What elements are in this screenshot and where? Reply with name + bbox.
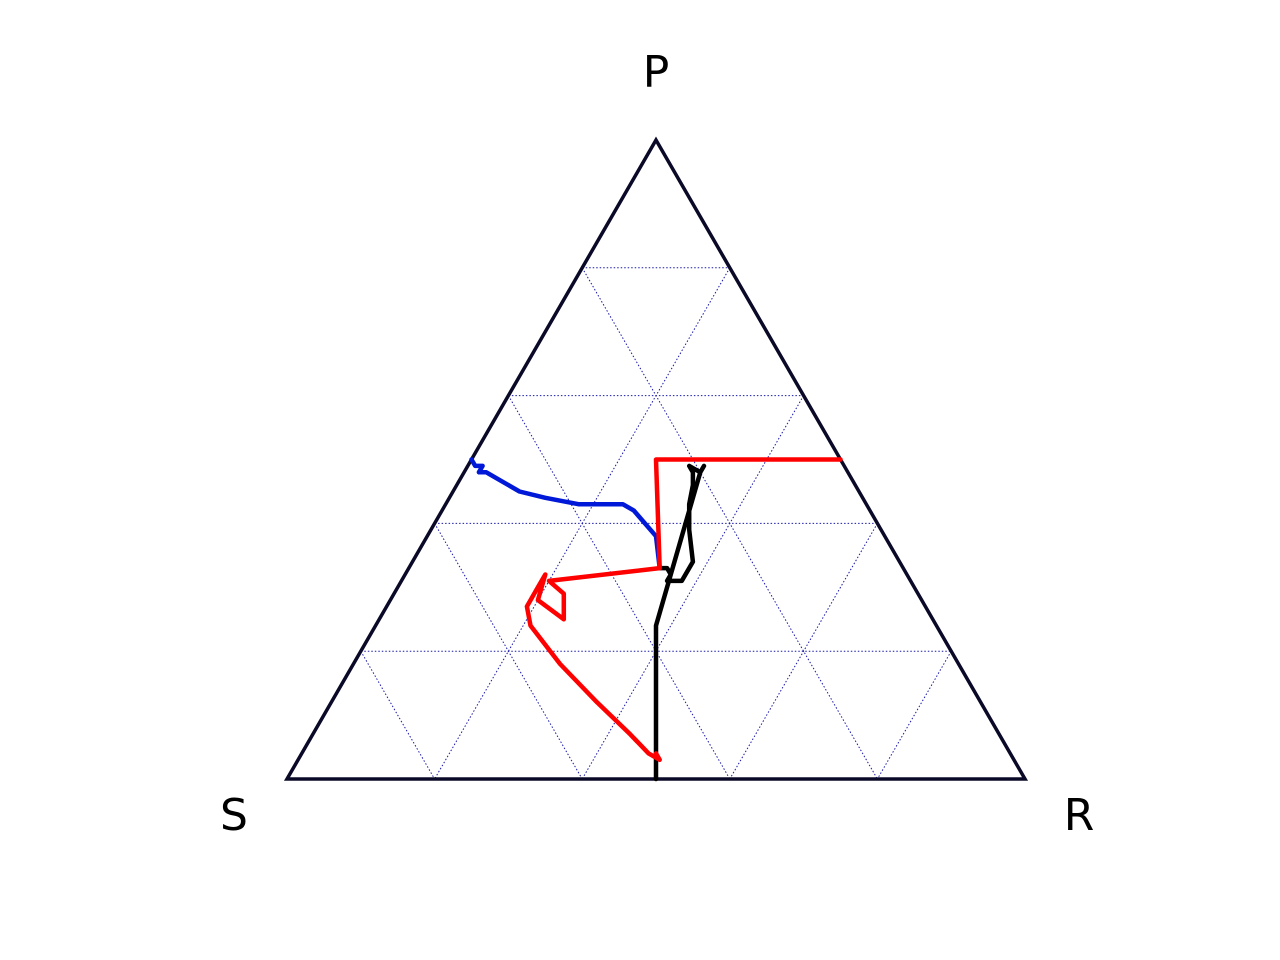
grid-line-s-0.4 [507, 395, 731, 780]
grid-line-r-0.6 [729, 523, 878, 780]
vertex-label-left: S [220, 790, 248, 841]
vertex-label-top: P [643, 47, 670, 98]
grid-line-s-0.8 [360, 650, 436, 780]
series-layer [469, 457, 843, 782]
series-line-1 [653, 463, 707, 782]
grid-lines [360, 267, 952, 780]
grid-line-s-0.6 [434, 523, 583, 780]
series-line-0 [469, 457, 662, 571]
vertex-label-right: R [1064, 790, 1095, 841]
series-line-2 [524, 457, 843, 763]
grid-line-r-0.8 [876, 650, 952, 780]
